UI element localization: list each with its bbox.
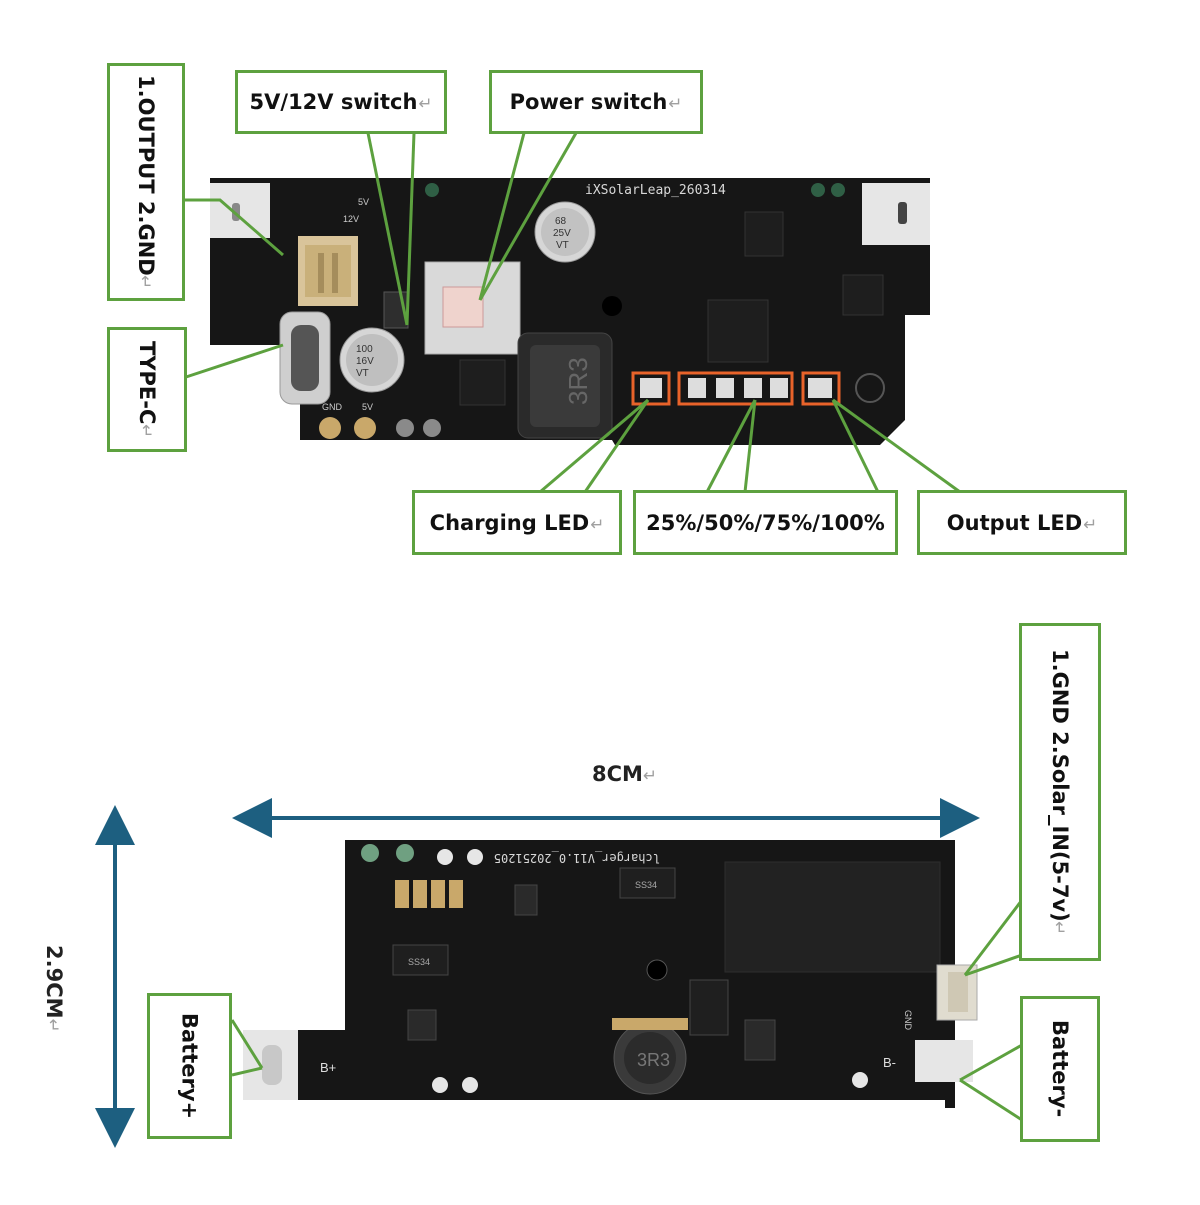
output-led-highlight (801, 371, 841, 406)
chip-top-right (744, 211, 784, 257)
inductor-marking: 3R3 (563, 357, 593, 405)
diode-mid (689, 979, 729, 1036)
callout-battery-plus-text: Battery+ (177, 1012, 202, 1120)
top-leader-lines (182, 132, 961, 494)
return-glyph: ↵ (1050, 921, 1070, 936)
silk-gnd: GND (322, 402, 343, 412)
silk-5v: 5V (358, 197, 369, 207)
callout-output-led: Output LED↵ (917, 490, 1127, 555)
silk-5v-bottom: 5V (362, 402, 373, 412)
callout-level-leds: 25%/50%/75%/100% (633, 490, 898, 555)
callout-power-switch: Power switch↵ (489, 70, 703, 134)
top-silkscreen: iXSolarLeap_260314 (585, 183, 726, 198)
return-glyph: ↵ (1083, 513, 1098, 534)
callout-type-c-text: TYPE-C (135, 340, 159, 425)
callout-charging-led: Charging LED↵ (412, 490, 622, 555)
chip-main (707, 299, 769, 363)
b-minus-pad (915, 1040, 973, 1082)
callout-output-led-text: Output LED (946, 510, 1083, 535)
cap2-text-2: 25V (553, 228, 571, 239)
diode-top-marking: SS34 (635, 880, 657, 890)
bottom-silkscreen: lcharger_V11.0_20251205 (494, 851, 660, 865)
diode-left (392, 944, 449, 976)
callout-solar-connector-text: 1.GND 2.Solar_IN(5-7v) (1048, 648, 1072, 922)
mosfet (459, 359, 506, 406)
callout-solar-connector: 1.GND 2.Solar_IN(5-7v)↵ (1019, 623, 1101, 961)
callout-voltage-switch-text: 5V/12V switch (249, 90, 418, 114)
cap1-text-2: 16V (356, 356, 374, 367)
return-glyph: ↵ (136, 275, 156, 290)
silk-b-minus: B- (883, 1055, 896, 1070)
callout-battery-plus: Battery+ (147, 993, 232, 1139)
height-dimension-label: 2.9CM↵ (42, 945, 66, 1033)
power-switch-button (442, 286, 484, 328)
level-leds-highlight (677, 371, 794, 406)
cap1-text-3: VT (356, 368, 369, 379)
charging-led-highlight (631, 371, 671, 406)
cap2-text-1: 68 (555, 216, 567, 227)
return-glyph: ↵ (44, 1018, 64, 1033)
bottom-pcb: B+ B- lcharger_V11.0_20251205 3R3 SS34 S… (243, 840, 978, 1108)
callout-power-switch-text: Power switch (509, 90, 668, 114)
width-dimension-text: 8CM (592, 762, 643, 786)
return-glyph: ↵ (668, 93, 683, 113)
pad-5v (354, 417, 376, 439)
return-glyph: ↵ (642, 765, 657, 785)
bottom-leader-lines (230, 899, 1024, 1122)
voltage-slide-switch (383, 291, 409, 329)
return-glyph: ↵ (137, 424, 157, 439)
chip-right (842, 274, 884, 316)
callout-type-c: TYPE-C↵ (107, 327, 187, 452)
cap2-text-3: VT (556, 240, 569, 251)
bottom-shield-area (724, 861, 941, 973)
callout-output-connector: 1.OUTPUT 2.GND↵ (107, 63, 185, 301)
diode-left-marking: SS34 (408, 957, 430, 967)
silk-b-plus: B+ (320, 1060, 336, 1075)
top-pcb: iXSolarLeap_260314 5V 12V 100 16V VT 68 … (210, 178, 930, 445)
height-dimension-text: 2.9CM (42, 945, 66, 1019)
return-glyph: ↵ (590, 513, 605, 534)
silk-12v: 12V (343, 214, 359, 224)
callout-charging-led-text: Charging LED (429, 510, 590, 535)
callout-output-connector-text: 1.OUTPUT 2.GND (134, 74, 158, 276)
silk-bottom-gnd: GND (903, 1010, 913, 1031)
callout-level-leds-text: 25%/50%/75%/100% (646, 510, 885, 535)
callout-voltage-switch: 5V/12V switch↵ (235, 70, 447, 134)
callout-battery-minus-text: Battery- (1048, 1020, 1072, 1118)
diode-top (619, 867, 676, 899)
bottom-inductor-marking: 3R3 (637, 1050, 670, 1070)
width-dimension-label: 8CM↵ (592, 762, 657, 786)
return-glyph: ↵ (418, 93, 433, 113)
callout-battery-minus: Battery- (1020, 996, 1100, 1142)
pad-gnd (319, 417, 341, 439)
cap1-text-1: 100 (356, 344, 373, 355)
top-right-pad (862, 183, 930, 245)
